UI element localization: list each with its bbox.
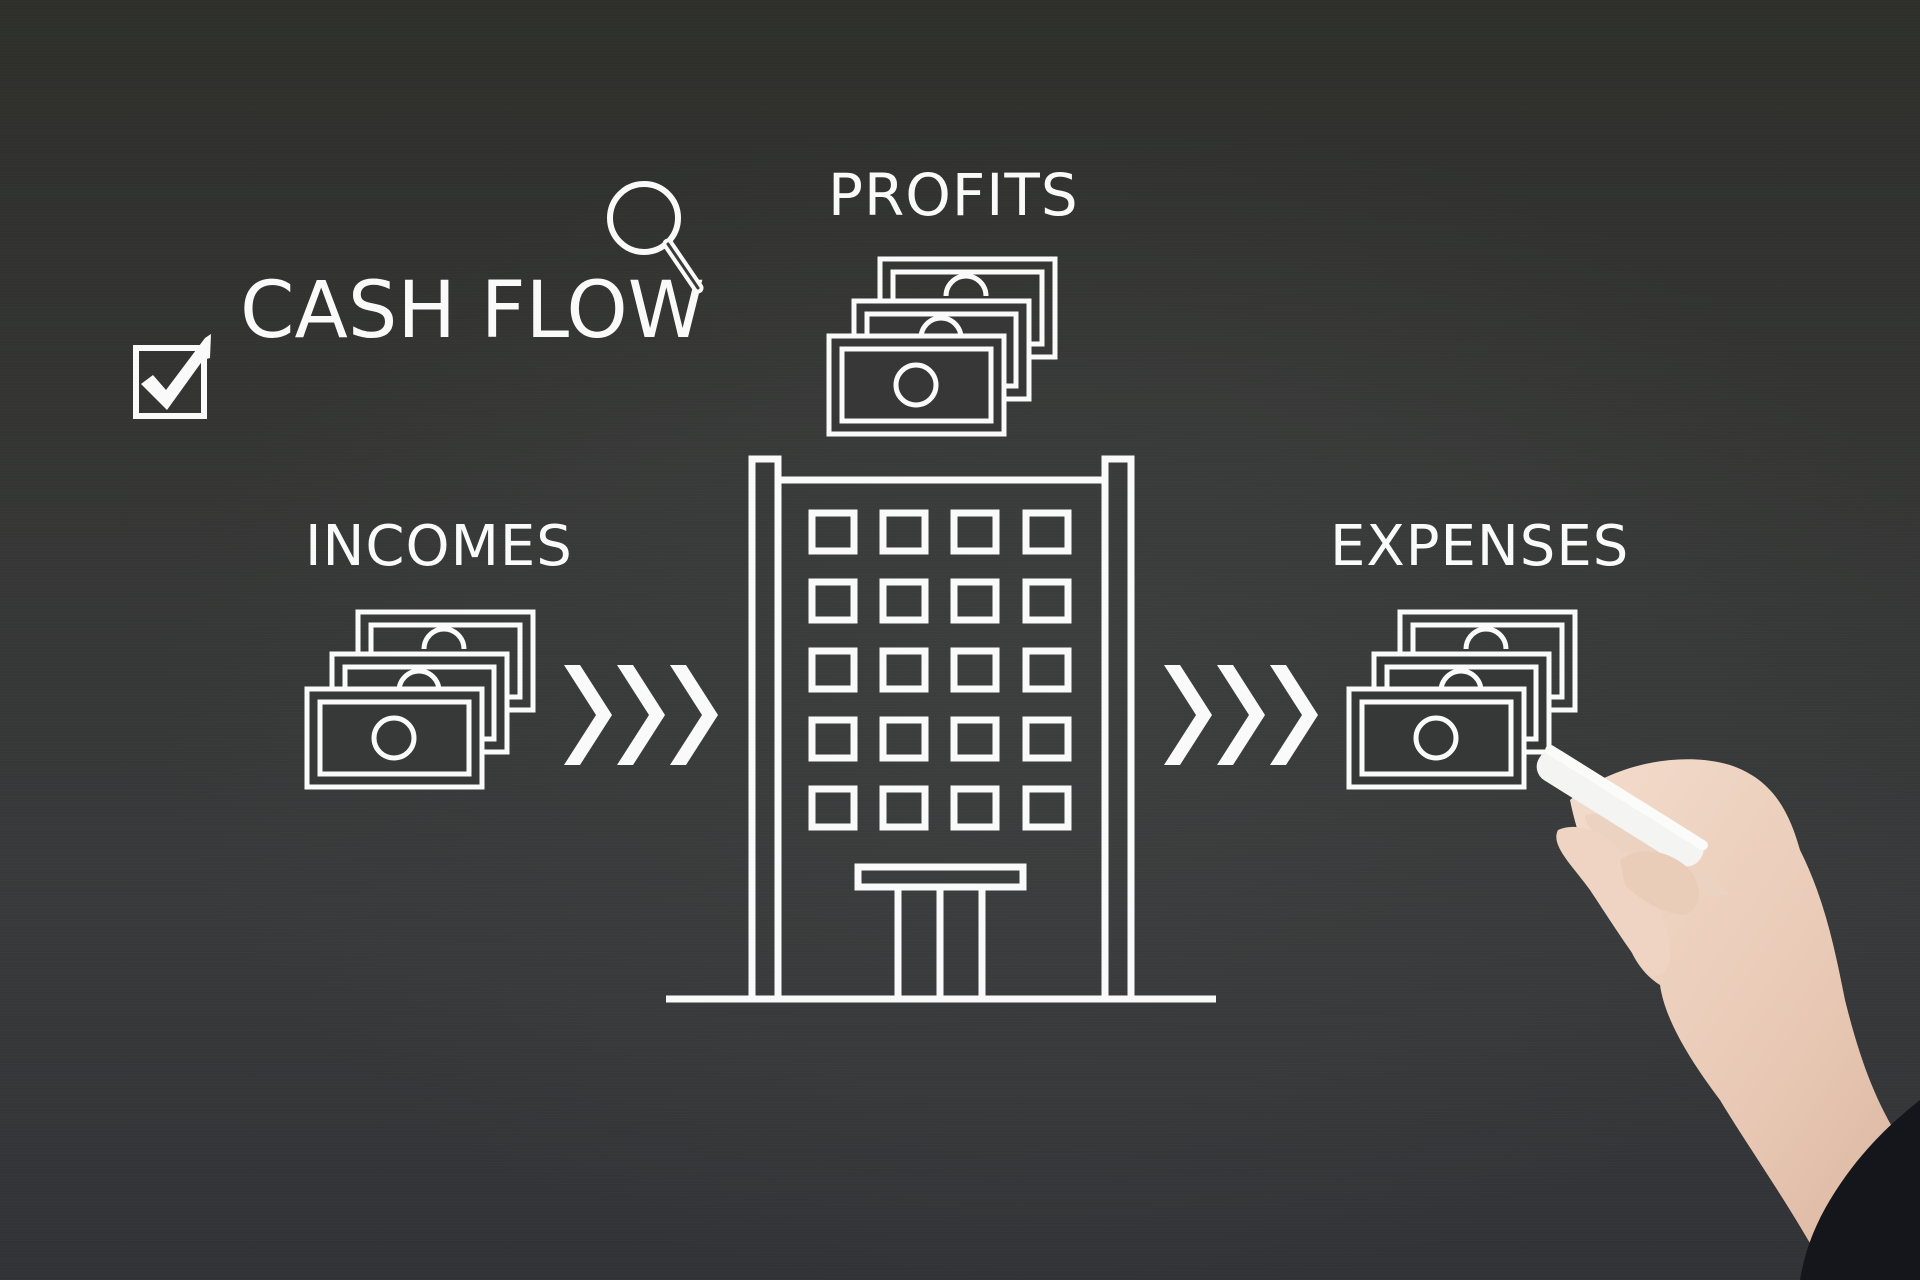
triple-chevron-right-icon bbox=[1164, 665, 1318, 765]
expenses-label: EXPENSES bbox=[1330, 514, 1630, 579]
checkbox-checked-icon bbox=[133, 334, 211, 419]
money-stack-icon bbox=[826, 256, 1058, 437]
triple-chevron-right-icon bbox=[564, 665, 718, 765]
money-stack-icon bbox=[1346, 609, 1578, 790]
building-windows bbox=[808, 509, 1072, 831]
magnifying-glass-icon bbox=[607, 181, 704, 294]
money-stack-icon bbox=[304, 609, 536, 790]
office-building-icon bbox=[666, 455, 1216, 1003]
profits-label: PROFITS bbox=[828, 161, 1079, 229]
incomes-label: INCOMES bbox=[305, 514, 573, 579]
cash-flow-title: CASH FLOW bbox=[240, 266, 705, 356]
hand-with-chalk bbox=[1536, 744, 1920, 1280]
